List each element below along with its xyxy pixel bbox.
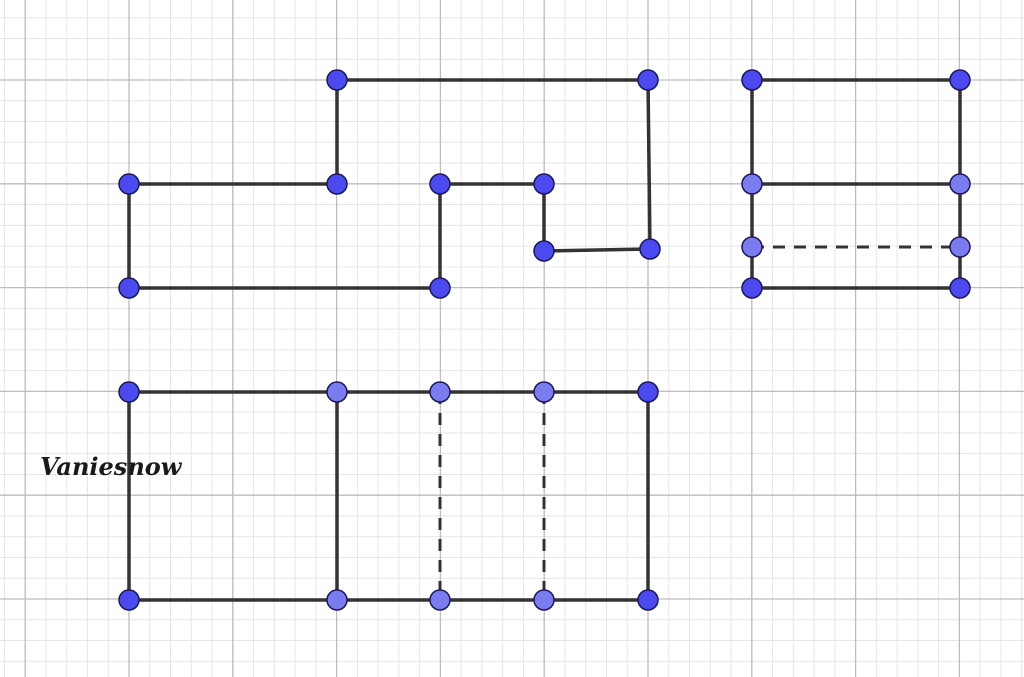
point[interactable] <box>949 69 971 91</box>
point[interactable] <box>118 173 140 195</box>
bottom-rectangle <box>127 390 650 602</box>
point[interactable] <box>429 277 451 299</box>
point[interactable] <box>949 277 971 299</box>
point[interactable] <box>326 69 348 91</box>
point[interactable] <box>326 381 348 403</box>
point[interactable] <box>326 173 348 195</box>
point[interactable] <box>533 240 555 262</box>
point[interactable] <box>741 69 763 91</box>
point[interactable] <box>429 381 451 403</box>
point[interactable] <box>118 381 140 403</box>
point[interactable] <box>533 589 555 611</box>
point[interactable] <box>118 277 140 299</box>
point[interactable] <box>741 236 763 258</box>
point[interactable] <box>637 589 659 611</box>
point[interactable] <box>429 589 451 611</box>
point[interactable] <box>533 173 555 195</box>
point[interactable] <box>326 589 348 611</box>
point[interactable] <box>949 173 971 195</box>
watermark-text: Vaniesnow <box>40 452 182 481</box>
point[interactable] <box>949 236 971 258</box>
point[interactable] <box>637 381 659 403</box>
point[interactable] <box>639 238 661 260</box>
point[interactable] <box>533 381 555 403</box>
points <box>118 69 971 611</box>
point[interactable] <box>637 69 659 91</box>
point[interactable] <box>741 173 763 195</box>
point[interactable] <box>741 277 763 299</box>
point[interactable] <box>118 589 140 611</box>
point[interactable] <box>429 173 451 195</box>
